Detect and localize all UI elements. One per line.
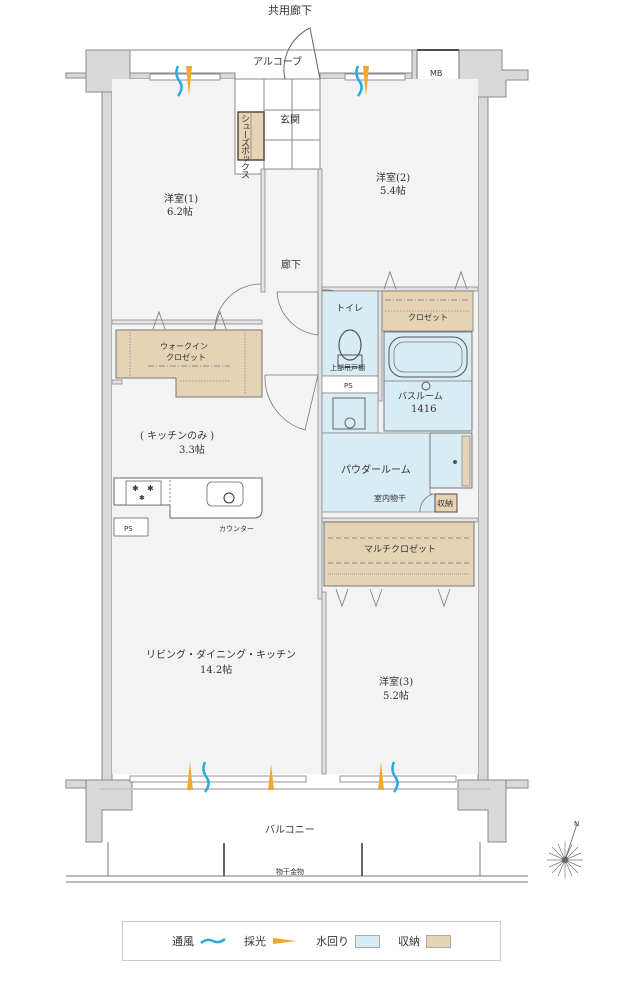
svg-text:✱: ✱ xyxy=(139,494,145,502)
label-hallway: 廊下 xyxy=(281,260,301,271)
storage xyxy=(434,493,458,513)
label-room1-name: 洋室(1) xyxy=(164,194,199,205)
label-kitchen-size: 3.3帖 xyxy=(179,445,205,456)
balcony-windows xyxy=(129,775,457,783)
svg-text:✱: ✱ xyxy=(132,484,139,493)
label-room3-size: 5.2帖 xyxy=(383,691,409,702)
label-entrance: 玄関 xyxy=(280,115,300,126)
label-indoor-drying: 室内物干 xyxy=(374,494,406,503)
label-room3-name: 洋室(3) xyxy=(379,677,414,688)
storage-swatch xyxy=(426,934,451,948)
compass-icon xyxy=(547,823,583,878)
label-room2-size: 5.4帖 xyxy=(380,186,406,197)
balcony-railing xyxy=(66,842,528,883)
label-ldk-size: 14.2帖 xyxy=(200,665,233,676)
legend-ventilation: 通風 xyxy=(172,933,226,949)
exterior-walls xyxy=(65,49,529,843)
wave-icon xyxy=(200,938,226,944)
label-balcony: バルコニー xyxy=(265,825,315,836)
legend-wet-area: 水回り xyxy=(316,933,380,949)
label-room1-size: 6.2帖 xyxy=(167,207,193,218)
label-mb: MB xyxy=(430,69,443,78)
label-ps-toilet: PS xyxy=(344,382,353,390)
label-room2-name: 洋室(2) xyxy=(376,173,411,184)
label-kitchen-only: ( キッチンのみ ) xyxy=(140,431,215,442)
wedge-icon xyxy=(273,938,297,944)
label-multi-closet: マルチクロゼット xyxy=(364,545,437,555)
legend-wet-area-label: 水回り xyxy=(316,935,349,948)
multi-closet xyxy=(323,521,475,587)
label-powder-room: パウダールーム xyxy=(341,465,411,476)
label-ps-kitchen: PS xyxy=(124,525,133,533)
legend-ventilation-label: 通風 xyxy=(172,935,194,948)
label-shoe-box: シューズボックス xyxy=(239,114,249,178)
label-upper-cabinet: 上部吊戸棚 xyxy=(330,364,365,372)
label-alcove: アルコーブ xyxy=(253,57,303,68)
toilet-room xyxy=(321,290,379,377)
legend-daylight-label: 採光 xyxy=(244,935,266,948)
ventilation-daylight-markers xyxy=(175,65,399,793)
label-bathroom-size: 1416 xyxy=(411,404,437,415)
label-walk-in-closet-1: ウォークイン xyxy=(160,342,208,351)
legend: 通風 採光 水回り 収納 xyxy=(122,921,501,961)
bathroom xyxy=(383,331,473,432)
label-storage: 収納 xyxy=(437,499,453,508)
label-kitchen-only-name: キッチンのみ xyxy=(147,431,208,442)
label-walk-in-closet-2: クロゼット xyxy=(166,353,206,362)
label-ldk-name: リビング・ダイニング・キッチン xyxy=(146,650,296,661)
legend-storage-label: 収納 xyxy=(398,935,420,948)
svg-text:✱: ✱ xyxy=(147,484,154,493)
label-drying-hardware: 物干金物 xyxy=(276,868,304,876)
legend-daylight: 採光 xyxy=(244,933,298,949)
compass-north-label: N xyxy=(574,820,580,828)
label-common-corridor: 共用廊下 xyxy=(268,4,312,17)
label-bathroom-name: バスルーム xyxy=(398,392,443,402)
label-counter: カウンター xyxy=(219,525,254,533)
legend-storage: 収納 xyxy=(398,933,451,949)
label-toilet: トイレ xyxy=(336,304,364,314)
wet-area-swatch xyxy=(355,934,380,948)
walk-in-closet xyxy=(115,329,263,398)
label-closet: クロゼット xyxy=(408,313,448,322)
